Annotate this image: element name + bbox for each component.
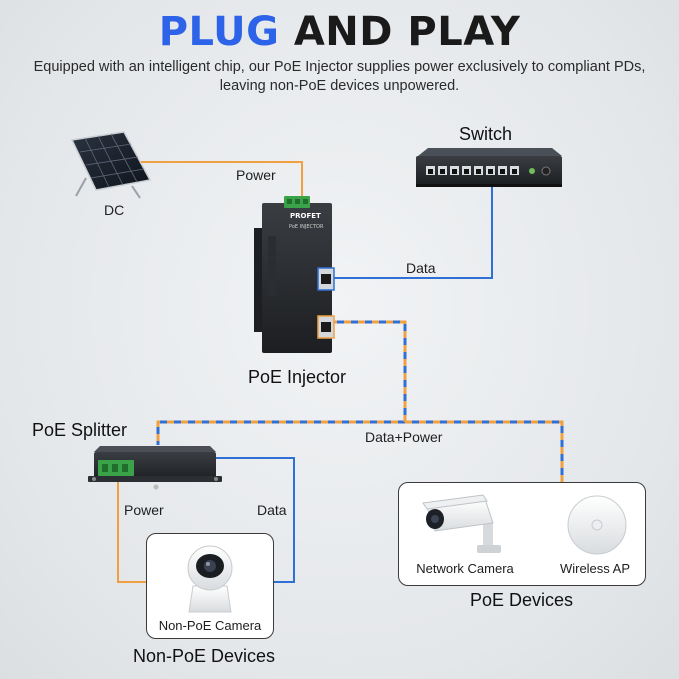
power-line-splitter	[117, 482, 148, 583]
non-poe-camera-card: Non-PoE Camera	[146, 533, 274, 639]
data-label-left: Data	[257, 502, 287, 518]
non-poe-devices-label: Non-PoE Devices	[133, 646, 276, 666]
dc-label: DC	[104, 202, 125, 218]
data-power-label: Data+Power	[365, 429, 443, 445]
poe-devices-card: Network Camera Wireless AP	[398, 482, 646, 586]
non-poe-camera-label: Non-PoE Camera	[158, 618, 262, 633]
data-line-switch	[330, 186, 493, 279]
network-camera-icon	[422, 494, 501, 553]
poe-devices-label: PoE Devices	[470, 590, 574, 610]
switch-label: Switch	[459, 124, 513, 144]
power-line-solar	[120, 161, 303, 198]
page-subtitle: Equipped with an intelligent chip, our P…	[33, 59, 646, 94]
power-label-top: Power	[236, 167, 276, 183]
data-line-splitter	[215, 457, 295, 583]
page-title: PLUG AND PLAY	[0, 8, 679, 56]
poe-injector-device-icon	[254, 196, 335, 353]
wireless-ap-label: Wireless AP	[559, 561, 631, 576]
title-highlight: PLUG	[158, 9, 280, 55]
solar-panel-icon	[70, 131, 152, 199]
data-label-top: Data	[406, 260, 436, 276]
title-rest: AND PLAY	[279, 9, 521, 55]
ptz-camera-icon	[187, 545, 233, 613]
power-label-left: Power	[124, 502, 164, 518]
wireless-ap-icon	[567, 495, 627, 555]
poe-injector-label: PoE Injector	[248, 367, 347, 387]
switch-device-icon	[416, 148, 562, 187]
poe-splitter-label: PoE Splitter	[32, 420, 128, 440]
network-camera-label: Network Camera	[416, 561, 514, 576]
poe-line-trunk	[156, 320, 564, 482]
injector-brand-label: PROFET	[290, 212, 321, 220]
injector-model-label: PoE INJECTOR	[289, 224, 324, 230]
poe-splitter-device-icon	[88, 446, 222, 490]
